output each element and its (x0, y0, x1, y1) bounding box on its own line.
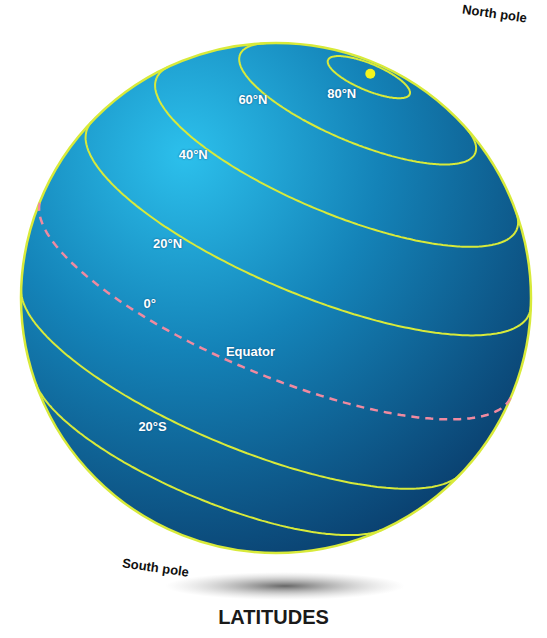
globe-shadow (165, 572, 405, 600)
pole-label: North pole (461, 2, 528, 27)
latitude-line (36, 384, 382, 535)
latitude-label: 20°N (153, 236, 182, 252)
latitude-line (155, 67, 518, 247)
latitude-line (86, 122, 531, 335)
latitude-label: 20°S (138, 419, 166, 435)
latitude-line (21, 291, 460, 489)
equator-label: Equator (226, 344, 275, 360)
latitude-label: 60°N (238, 92, 267, 108)
pole-dot (365, 69, 375, 79)
latitude-label: 0° (144, 296, 156, 312)
pole-label: South pole (121, 555, 190, 580)
latitude-label: 80°N (327, 86, 356, 102)
latitude-line (239, 43, 476, 164)
caption: LATITUDES (0, 606, 547, 629)
globe-body (21, 43, 531, 553)
latitude-label: 40°N (179, 147, 208, 163)
